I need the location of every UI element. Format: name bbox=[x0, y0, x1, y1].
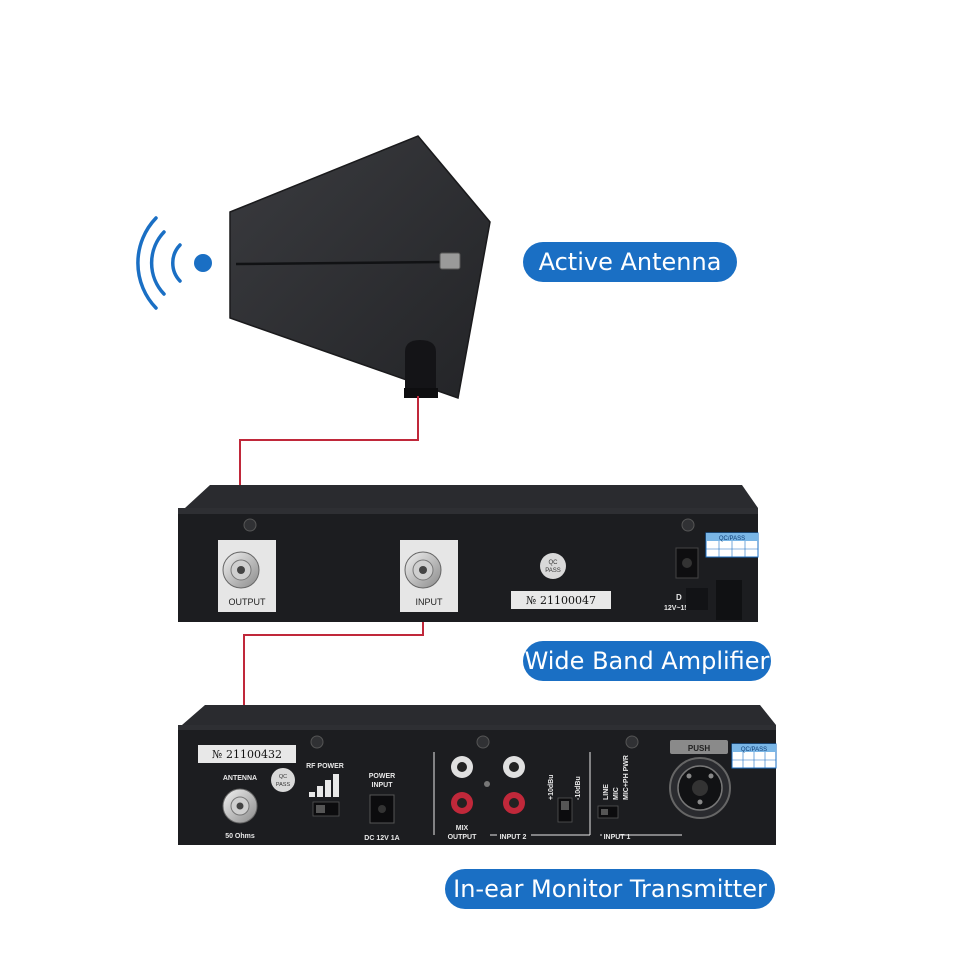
power-input-line1: POWER bbox=[369, 773, 395, 780]
transmitter-qc-sticker: QC/PASS bbox=[732, 744, 776, 768]
mix-output-line1: MIX bbox=[456, 825, 469, 832]
input-label: INPUT bbox=[416, 597, 444, 607]
power-dc-label: DC 12V 1A bbox=[364, 835, 399, 842]
input-1-label: INPUT 1 bbox=[604, 834, 631, 841]
input-2-label: INPUT 2 bbox=[500, 834, 527, 841]
transmitter-qc-stamp-line2: PASS bbox=[276, 782, 291, 788]
qc-stamp-line2: PASS bbox=[545, 568, 561, 574]
amplifier-serial-plate: № 21100047 bbox=[511, 591, 611, 609]
amplifier-qc-sticker: QC/PASS bbox=[706, 533, 758, 557]
mic-phantom-label: MIC+PH PWR bbox=[623, 755, 630, 800]
amplifier-output-connector: OUTPUT bbox=[218, 540, 276, 612]
qc-pass-stamp: QC PASS bbox=[540, 553, 566, 579]
output-label: OUTPUT bbox=[229, 597, 267, 607]
rf-power-label: RF POWER bbox=[306, 763, 344, 770]
mic-label: MIC bbox=[613, 787, 620, 800]
mix-output-line2: OUTPUT bbox=[448, 834, 478, 841]
antenna-label: ANTENNA bbox=[223, 775, 257, 782]
transmitter-qc-pass-stamp: QC PASS bbox=[271, 768, 295, 792]
in-ear-monitor-transmitter-label: In-ear Monitor Transmitter bbox=[445, 869, 775, 909]
gain-plus-label: +10dBu bbox=[548, 775, 555, 800]
antenna-ohms-label: 50 Ohms bbox=[225, 833, 255, 840]
gain-minus-label: -10dBu bbox=[575, 776, 582, 800]
power-input-line2: INPUT bbox=[372, 782, 394, 789]
wide-band-amplifier-device: OUTPUT INPUT QC PASS № 21100047 D 12V~15… bbox=[178, 485, 758, 622]
wireless-signal-icon bbox=[138, 218, 212, 308]
active-antenna-image bbox=[230, 136, 490, 398]
wide-band-amplifier-label: Wide Band Amplifier bbox=[523, 641, 771, 681]
amplifier-input-connector: INPUT bbox=[400, 540, 458, 612]
qc-stamp-line1: QC bbox=[549, 560, 559, 566]
transmitter-serial-plate: № 21100432 bbox=[198, 745, 296, 763]
active-antenna-label: Active Antenna bbox=[523, 242, 737, 282]
amplifier-serial: № 21100047 bbox=[526, 594, 596, 607]
line-label: LINE bbox=[603, 784, 610, 800]
dc-label: D bbox=[676, 593, 682, 602]
transmitter-serial: № 21100432 bbox=[212, 748, 282, 761]
transmitter-qc-stamp-line1: QC bbox=[279, 774, 287, 780]
push-label: PUSH bbox=[688, 744, 710, 753]
in-ear-monitor-transmitter-device: № 21100432 ANTENNA 50 Ohms QC PASS RF PO… bbox=[178, 705, 776, 845]
